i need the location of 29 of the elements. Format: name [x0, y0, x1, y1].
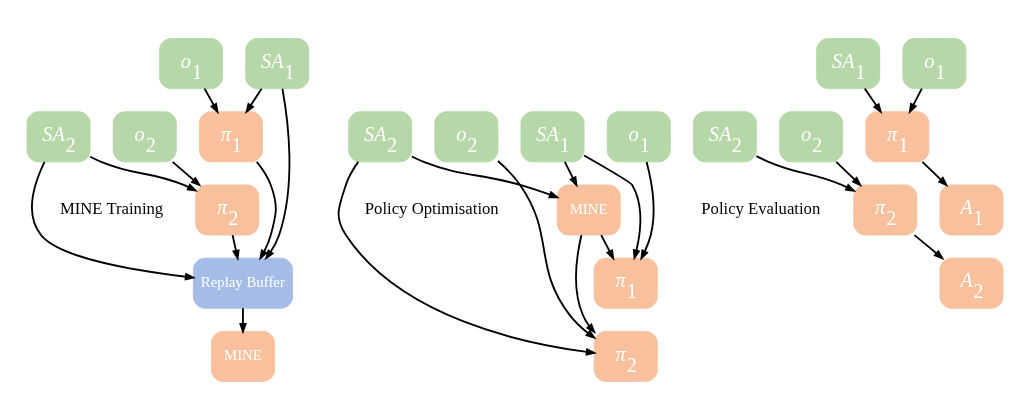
- arrow: [337, 160, 597, 356]
- arrow: [255, 160, 277, 261]
- arrow: [835, 160, 863, 187]
- arrow: [89, 155, 199, 192]
- node-box: MINE: [556, 184, 621, 235]
- arrow: [410, 155, 560, 198]
- arrow: [921, 160, 949, 187]
- label: MINE Training: [59, 198, 164, 218]
- arrow: [583, 154, 642, 261]
- arrow: [239, 306, 247, 334]
- arrow: [245, 87, 263, 114]
- arrow: [563, 160, 578, 187]
- label: Policy Evaluation: [701, 198, 821, 218]
- arrow: [496, 159, 597, 339]
- arrow: [31, 160, 196, 281]
- arrow: [908, 87, 923, 114]
- arrow: [171, 160, 202, 187]
- label: Policy Optimisation: [364, 198, 499, 218]
- arrow: [264, 87, 291, 260]
- arrow: [575, 233, 596, 334]
- arrow: [913, 233, 945, 260]
- arrow: [640, 160, 655, 261]
- arrow: [863, 87, 883, 114]
- node-box: MINE: [211, 330, 275, 382]
- arrow: [203, 87, 219, 114]
- arrow: [755, 154, 857, 192]
- arrow: [600, 233, 615, 261]
- arrow: [231, 233, 240, 261]
- node-box: Replay Buffer: [192, 257, 294, 309]
